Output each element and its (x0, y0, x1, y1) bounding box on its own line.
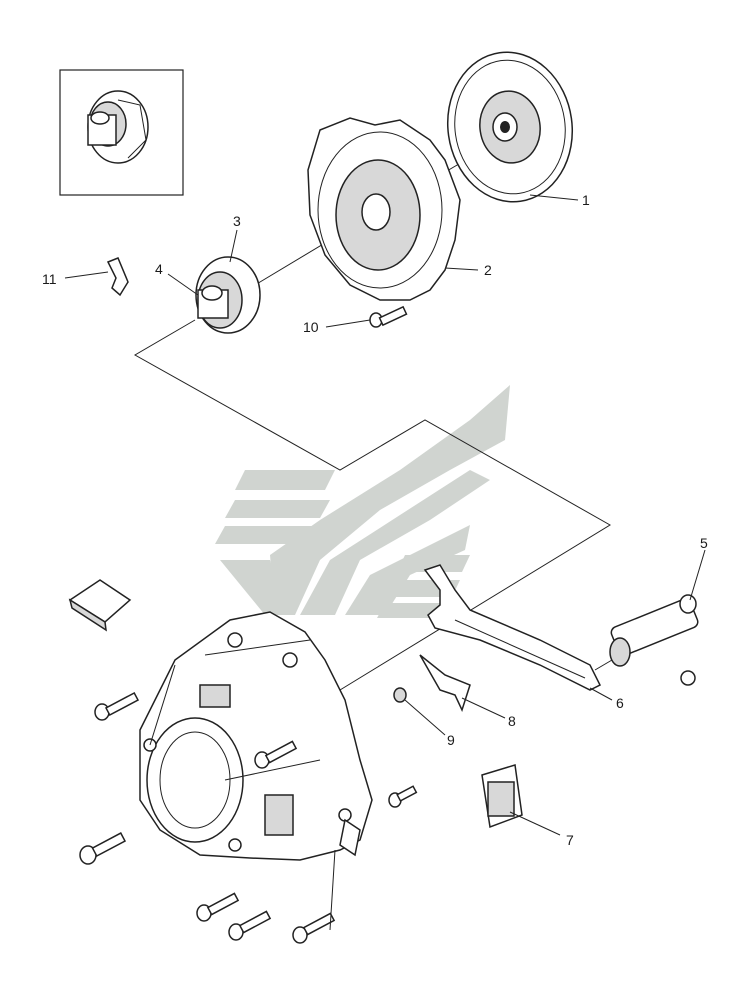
clutch-disc (446, 51, 574, 203)
release-bearing (195, 256, 261, 334)
housing-bolt (388, 785, 418, 808)
callout-3: 3 (233, 213, 241, 229)
callout-4: 4 (155, 261, 163, 277)
pivot-stud (393, 687, 407, 703)
housing-bolt (79, 832, 127, 865)
housing-bolt (292, 912, 336, 944)
housing-bolt (228, 910, 272, 941)
release-fork (423, 564, 602, 691)
pressure-plate (307, 117, 461, 301)
dust-boot (481, 764, 523, 829)
callout-labels: 1 2 3 4 5 6 7 8 9 10 11 (42, 192, 708, 848)
callout-11: 11 (42, 271, 57, 287)
callout-5: 5 (700, 535, 708, 551)
watermark-logo (215, 385, 510, 618)
callout-2: 2 (484, 262, 492, 278)
slave-cylinder (594, 594, 699, 686)
inset-detail-box (59, 69, 184, 196)
leader-lines (64, 194, 706, 931)
housing-bolt (196, 892, 240, 922)
rubber-cap (68, 579, 132, 632)
housing-bolt (94, 691, 140, 721)
housing-bolts (79, 691, 418, 944)
callout-7: 7 (566, 832, 574, 848)
retaining-clip (106, 257, 129, 297)
callout-9: 9 (447, 732, 455, 748)
pressure-plate-bolt (369, 305, 408, 328)
callout-8: 8 (508, 713, 516, 729)
bell-housing (139, 611, 373, 861)
fork-spring (419, 654, 471, 713)
housing-bolt (254, 740, 298, 769)
callout-1: 1 (582, 192, 590, 208)
callout-6: 6 (616, 695, 624, 711)
callout-10: 10 (303, 319, 319, 335)
